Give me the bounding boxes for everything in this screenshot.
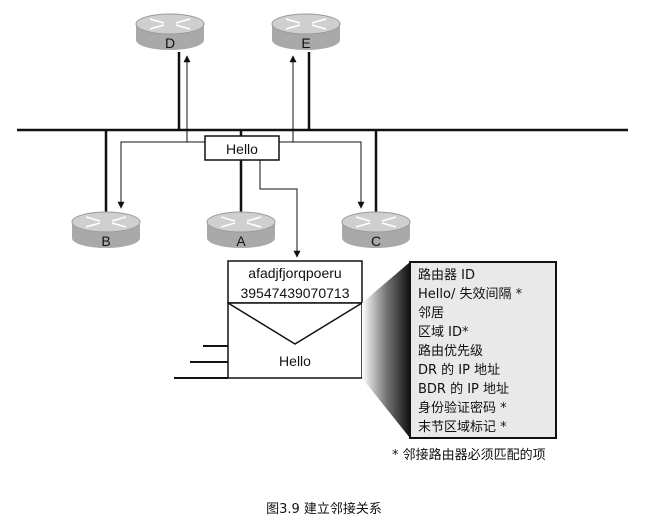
field-item: 路由优先级 — [418, 343, 483, 359]
packet-line-1: afadjfjorqpoeru — [248, 265, 341, 281]
router-label-a: A — [236, 233, 246, 249]
router-arrows-icon — [220, 216, 262, 228]
router-d: D — [135, 13, 205, 51]
router-c: C — [341, 211, 411, 249]
field-item: 邻居 — [418, 306, 444, 321]
hello-packet: afadjfjorqpoeru 39547439070713 Hello — [227, 260, 363, 379]
field-item: 身份验证密码 * — [418, 400, 507, 416]
bus-drops — [104, 52, 378, 212]
router-label-e: E — [301, 35, 310, 51]
router-a: A — [206, 211, 276, 249]
router-label-c: C — [371, 233, 381, 249]
field-item: 末节区域标记 * — [418, 420, 507, 435]
router-b: B — [71, 211, 141, 249]
router-arrows-icon — [355, 216, 397, 228]
field-item: 区域 ID* — [418, 325, 469, 340]
field-item: 路由器 ID — [418, 267, 475, 283]
router-label-d: D — [165, 35, 175, 51]
packet-input-lines — [174, 345, 228, 379]
footnote: * 邻接路由器必须匹配的项 — [392, 447, 546, 463]
fields-list: 路由器 ID Hello/ 失效间隔 * 邻居 区域 ID* 路由优先级 DR … — [418, 267, 523, 435]
router-label-b: B — [101, 233, 110, 249]
field-item: Hello/ 失效间隔 * — [418, 287, 523, 302]
router-arrows-icon — [285, 18, 327, 30]
fields-panel — [409, 261, 557, 439]
zoom-wedge — [362, 262, 410, 438]
figure-caption: 图3.9 建立邻接关系 — [266, 501, 382, 517]
hello-box: Hello — [204, 135, 280, 161]
hello-box-label: Hello — [226, 141, 258, 157]
router-arrows-icon — [85, 216, 127, 228]
hello-arrows — [117, 55, 365, 258]
packet-line-2: 39547439070713 — [240, 285, 349, 301]
field-item: BDR 的 IP 地址 — [418, 381, 509, 397]
packet-body-label: Hello — [279, 353, 311, 369]
field-item: DR 的 IP 地址 — [418, 362, 500, 378]
router-e: E — [271, 13, 341, 51]
router-arrows-icon — [149, 18, 191, 30]
